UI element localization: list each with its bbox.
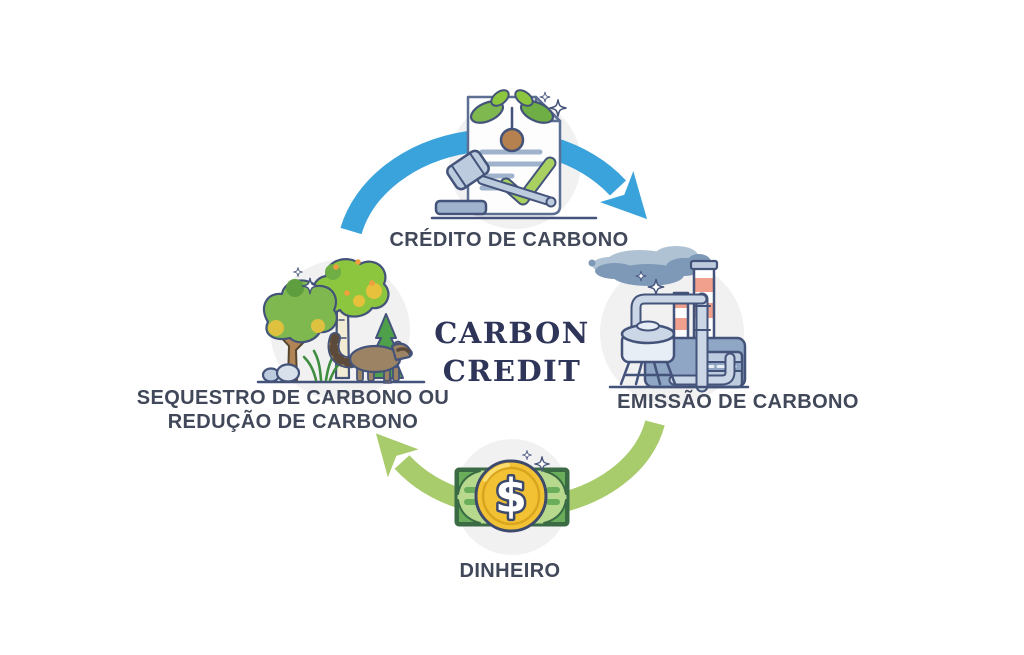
storage-tank — [619, 320, 677, 386]
title-line1: CARBON — [434, 316, 590, 350]
label-sequestro-line2: REDUÇÃO DE CARBONO — [167, 411, 419, 433]
forest-icon — [256, 258, 426, 384]
dollar-sign: $ $ — [492, 467, 529, 526]
sparkle-icon — [539, 91, 551, 103]
gavel-icon — [434, 149, 557, 216]
deciduous-tree — [262, 279, 338, 381]
raccoon-head — [390, 342, 413, 362]
money-icon: $ $ — [454, 450, 570, 533]
tree-fruits — [333, 259, 375, 296]
dollar-coin: $ $ — [474, 459, 548, 533]
soil-ball — [499, 127, 525, 153]
raccoon-mask — [396, 347, 411, 354]
title-line2: CREDIT — [442, 354, 582, 388]
banknote-bars — [464, 487, 560, 505]
diagram-title: CARBON CREDIT — [434, 314, 590, 390]
raccoon — [327, 332, 413, 382]
label-sequestro-line1: SEQUESTRO DE CARBONO OU — [136, 387, 450, 409]
plant-sprout-icon — [469, 89, 555, 153]
label-dinheiro: DINHEIRO — [459, 560, 561, 582]
label-emissao-de-carbono: EMISSÃO DE CARBONO — [617, 391, 859, 413]
credit-certificate-icon — [430, 89, 598, 220]
pipes — [630, 292, 736, 393]
label-sequestro-de-carbono: SEQUESTRO DE CARBONO OU REDUÇÃO DE CARBO… — [133, 386, 453, 434]
svg-text:$: $ — [495, 469, 527, 523]
rocks — [261, 363, 301, 383]
factory-icon — [588, 246, 750, 393]
label-credito-de-carbono: CRÉDITO DE CARBONO — [389, 229, 629, 251]
svg-text:$: $ — [495, 469, 527, 523]
